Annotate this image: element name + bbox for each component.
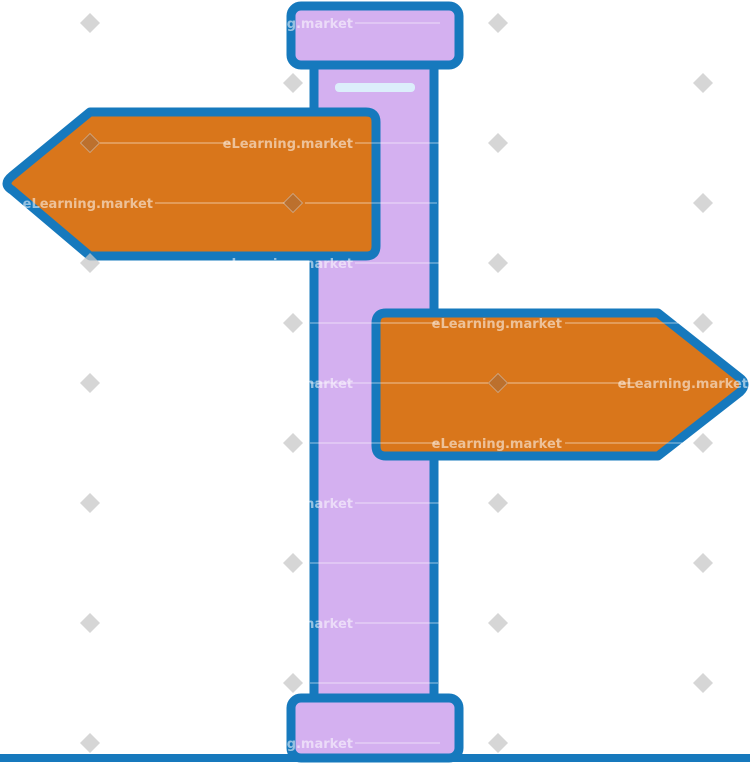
watermark-diamond [488, 493, 508, 513]
watermark-logo-icon [489, 374, 507, 392]
left-arrow-sign [2, 107, 381, 261]
signpost-top-cap [286, 1, 464, 70]
watermark-diamond [80, 253, 100, 273]
watermark-diamond [693, 673, 713, 693]
watermark-logo-icon [284, 194, 302, 212]
watermark-text: eLearning.market [432, 437, 562, 452]
watermark-diamond [283, 553, 303, 573]
pole-highlight [335, 83, 415, 92]
watermark-text: eLearning.market [618, 377, 748, 392]
watermark-diamond [80, 613, 100, 633]
right-arrow-sign [371, 308, 749, 461]
watermark-text: eLearning.market [223, 617, 353, 632]
watermark-layer: eLearning.market eLearning.market eLearnin… [23, 13, 748, 753]
watermark-diamond [488, 613, 508, 633]
watermark-text: eLearning.market [223, 737, 353, 752]
watermark-diamond [488, 733, 508, 753]
watermark-diamond [488, 13, 508, 33]
watermark-diamond [80, 493, 100, 513]
watermark-text: eLearning.market [223, 377, 353, 392]
watermark-diamond [693, 313, 713, 333]
watermark-text: eLearning.market [223, 17, 353, 32]
watermark-text: eLearning.market [223, 137, 353, 152]
watermark-diamond [693, 73, 713, 93]
watermark-logo-icon [81, 134, 99, 152]
watermark-diamond [80, 373, 100, 393]
watermark-diamond [283, 73, 303, 93]
watermark-text: eLearning.market [23, 197, 153, 212]
watermark-text: eLearning.market [432, 317, 562, 332]
watermark-diamond [80, 13, 100, 33]
watermark-diamond [488, 133, 508, 153]
watermark-text: eLearning.market [223, 497, 353, 512]
watermark-diamond [283, 433, 303, 453]
watermark-text: eLearning.market [223, 257, 353, 272]
watermark-diamond [283, 673, 303, 693]
watermark-diamond [693, 553, 713, 573]
watermark-diamond [283, 313, 303, 333]
watermark-diamond [488, 253, 508, 273]
watermark-diamond [693, 433, 713, 453]
watermark-diamond [80, 733, 100, 753]
watermark-diamond [693, 193, 713, 213]
